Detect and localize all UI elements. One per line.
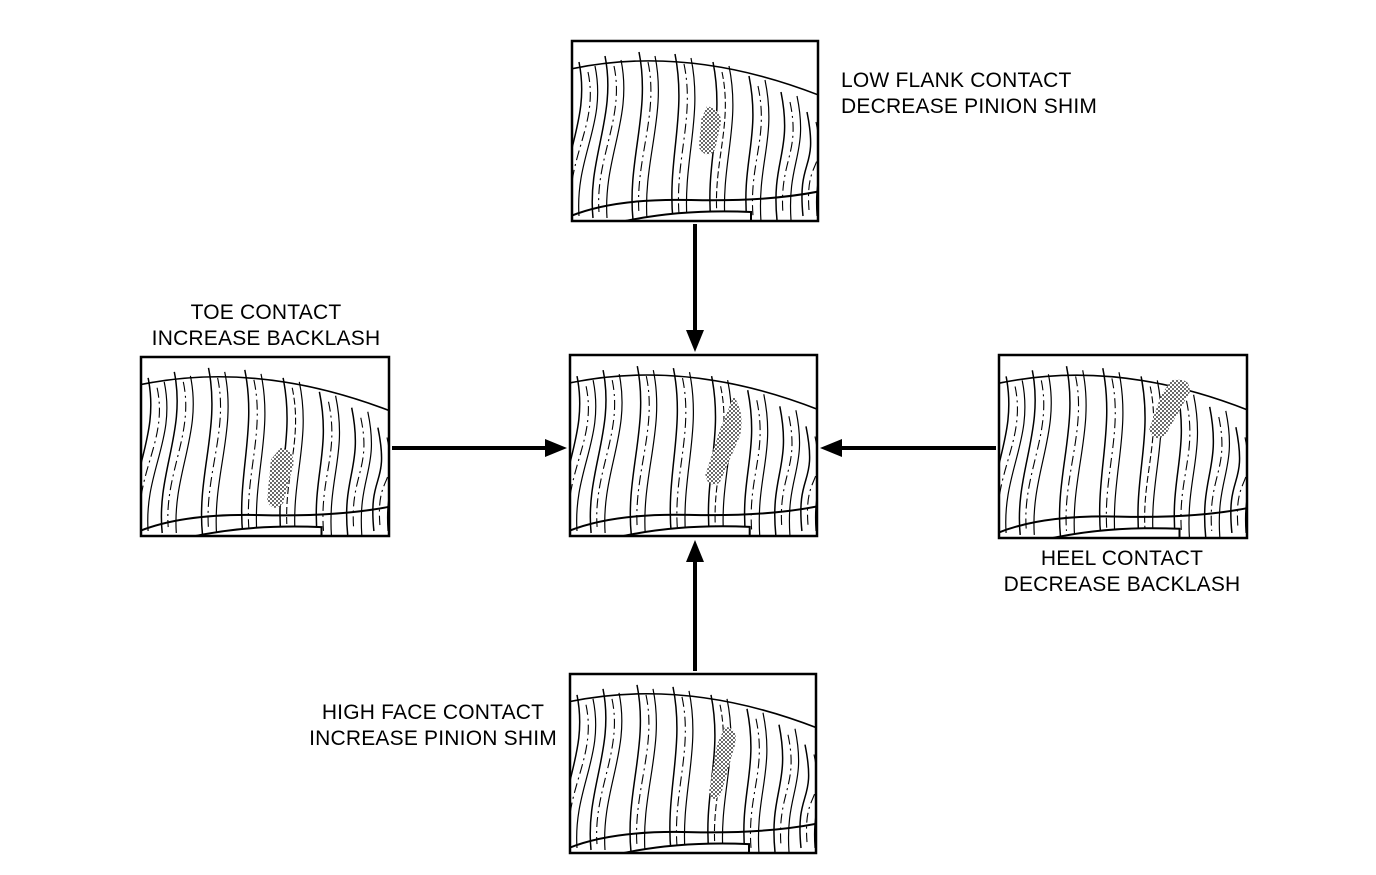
low-flank-label: LOW FLANK CONTACT DECREASE PINION SHIM bbox=[841, 68, 1097, 120]
arrow-from-bottom bbox=[686, 540, 704, 671]
panel-toe bbox=[139, 355, 391, 538]
arrow-from-right bbox=[820, 439, 996, 457]
toe-label: TOE CONTACT INCREASE BACKLASH bbox=[140, 300, 392, 352]
panel-center bbox=[568, 353, 819, 538]
contact-patch bbox=[267, 447, 294, 508]
toe-line1: TOE CONTACT bbox=[190, 301, 342, 324]
arrow-from-left bbox=[392, 439, 567, 457]
heel-label: HEEL CONTACT DECREASE BACKLASH bbox=[996, 546, 1248, 598]
high-face-line2: INCREASE PINION SHIM bbox=[309, 727, 557, 750]
high-face-line1: HIGH FACE CONTACT bbox=[321, 701, 545, 724]
low-flank-line2: DECREASE PINION SHIM bbox=[841, 95, 1098, 118]
low-flank-line1: LOW FLANK CONTACT bbox=[841, 69, 1072, 92]
contact-patch bbox=[699, 106, 721, 155]
contact-patch bbox=[705, 396, 742, 485]
contact-patch bbox=[709, 726, 736, 799]
contact-patch bbox=[1149, 379, 1190, 439]
high-face-label: HIGH FACE CONTACT INCREASE PINION SHIM bbox=[300, 700, 566, 752]
arrow-from-top bbox=[686, 224, 704, 352]
toe-line2: INCREASE BACKLASH bbox=[151, 327, 381, 350]
panel-high-face bbox=[568, 672, 818, 855]
panel-low-flank bbox=[570, 39, 820, 223]
panel-heel bbox=[997, 353, 1249, 540]
heel-line2: DECREASE BACKLASH bbox=[1003, 573, 1241, 596]
heel-line1: HEEL CONTACT bbox=[1040, 547, 1204, 570]
arrows bbox=[392, 224, 996, 671]
